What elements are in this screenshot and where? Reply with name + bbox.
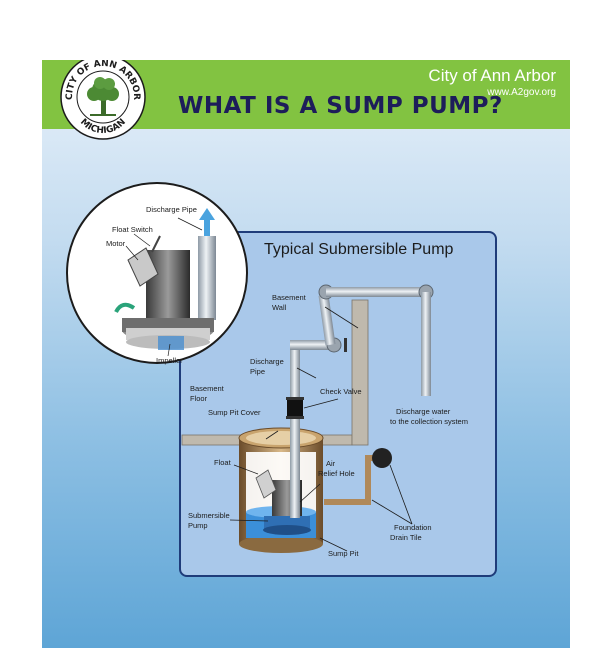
inset-label-discharge-pipe: Discharge Pipe bbox=[146, 205, 197, 214]
label-basement-floor-1: Basement bbox=[190, 384, 225, 393]
label-basement-wall-2: Wall bbox=[272, 303, 287, 312]
diagram-labels: Basement Wall Discharge Pipe Check Valve… bbox=[188, 293, 468, 558]
label-submersible-pump-1: Submersible bbox=[188, 511, 230, 520]
label-basement-floor-2: Floor bbox=[190, 394, 208, 403]
label-foundation-drain-1: Foundation bbox=[394, 523, 432, 532]
org-name: City of Ann Arbor bbox=[428, 66, 556, 85]
label-air-relief-2: Relief Hole bbox=[318, 469, 355, 478]
city-seal-icon: CITY OF ANN ARBOR MICHIGAN bbox=[60, 60, 146, 140]
label-discharge-water-2: to the collection system bbox=[390, 417, 468, 426]
discharge-pipe-riser bbox=[290, 342, 300, 518]
inset-label-impeller: Impeller bbox=[156, 356, 183, 365]
leader-lines bbox=[229, 306, 413, 552]
discharge-piping bbox=[290, 284, 434, 396]
label-basement-wall-1: Basement bbox=[272, 293, 307, 302]
diagram-title: Typical Submersible Pump bbox=[264, 241, 454, 258]
label-sump-pit: Sump Pit bbox=[328, 549, 359, 558]
inset-label-float-switch: Float Switch bbox=[112, 225, 153, 234]
label-discharge-water-1: Discharge water bbox=[396, 407, 451, 416]
label-discharge-pipe-2: Pipe bbox=[250, 367, 265, 376]
label-air-relief-1: Air bbox=[326, 459, 336, 468]
inset-label-motor: Motor bbox=[106, 239, 126, 248]
label-float: Float bbox=[214, 458, 232, 467]
oak-tree-icon bbox=[87, 77, 119, 116]
org-url: www.A2gov.org bbox=[487, 87, 556, 98]
label-discharge-pipe-1: Discharge bbox=[250, 357, 284, 366]
label-check-valve: Check Valve bbox=[320, 387, 362, 396]
label-foundation-drain-2: Drain Tile bbox=[390, 533, 422, 542]
foundation-drain-tile bbox=[324, 448, 392, 505]
page-title: WHAT IS A SUMP PUMP? bbox=[178, 93, 503, 119]
flyer-page: Typical Submersible Pump Basement Wall D… bbox=[42, 60, 570, 648]
sump-pump-diagram: Typical Submersible Pump Basement Wall D… bbox=[66, 182, 497, 577]
basement-wall bbox=[351, 299, 369, 446]
pump-detail-inset: Discharge Pipe Float Switch Motor Impell… bbox=[66, 182, 248, 365]
label-submersible-pump-2: Pump bbox=[188, 521, 208, 530]
label-sump-pit-cover: Sump Pit Cover bbox=[208, 408, 261, 417]
check-valve bbox=[287, 400, 303, 416]
